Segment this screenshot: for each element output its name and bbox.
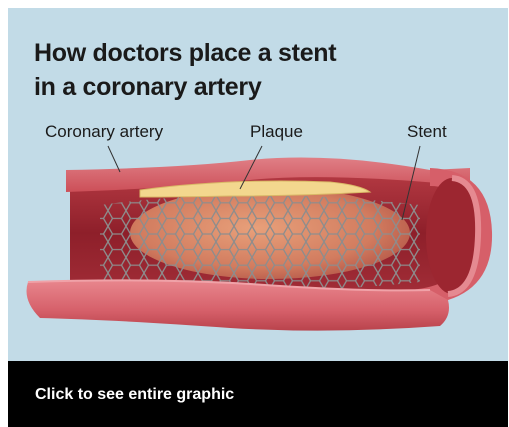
label-coronary-artery: Coronary artery: [45, 122, 163, 142]
label-stent: Stent: [407, 122, 447, 142]
label-plaque: Plaque: [250, 122, 303, 142]
artery-leader-line: [108, 146, 120, 172]
see-entire-graphic-label: Click to see entire graphic: [35, 386, 234, 404]
see-entire-graphic-link[interactable]: Click to see entire graphic: [8, 361, 508, 427]
